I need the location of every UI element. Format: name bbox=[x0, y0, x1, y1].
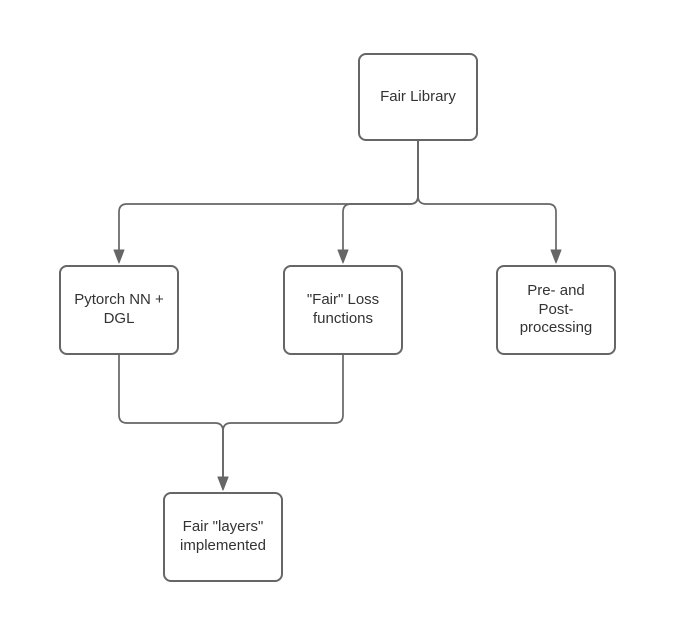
arrowhead-down-icon bbox=[113, 249, 125, 264]
connector-fair-loss-to-fair-layers bbox=[217, 355, 344, 491]
node-label: Fair Library bbox=[380, 87, 456, 105]
connector-fair-library-to-pytorch-dgl bbox=[113, 141, 419, 264]
arrowhead-down-icon bbox=[337, 249, 349, 264]
connector-pytorch-dgl-to-fair-layers bbox=[118, 355, 229, 491]
node-pytorch-dgl: Pytorch NN + DGL bbox=[59, 265, 179, 355]
node-label: Pre- and Post-processing bbox=[519, 281, 593, 337]
connector-line bbox=[417, 141, 557, 252]
node-label: "Fair" Loss functions bbox=[306, 291, 380, 327]
arrowhead-down-icon bbox=[550, 249, 562, 264]
node-fair-layers: Fair "layers" implemented bbox=[163, 492, 283, 582]
arrowhead-down-icon bbox=[217, 476, 229, 491]
node-pre-post: Pre- and Post-processing bbox=[496, 265, 616, 355]
node-fair-library: Fair Library bbox=[358, 53, 478, 141]
connector-line bbox=[118, 141, 419, 252]
node-label: Fair "layers" implemented bbox=[180, 518, 266, 554]
node-fair-loss: "Fair" Loss functions bbox=[283, 265, 403, 355]
connector-line bbox=[342, 141, 419, 252]
connector-fair-library-to-fair-loss bbox=[337, 141, 419, 264]
connector-line bbox=[118, 355, 224, 479]
connector-line bbox=[222, 355, 344, 479]
node-label: Pytorch NN + DGL bbox=[74, 291, 164, 327]
connector-fair-library-to-pre-post bbox=[417, 141, 562, 264]
